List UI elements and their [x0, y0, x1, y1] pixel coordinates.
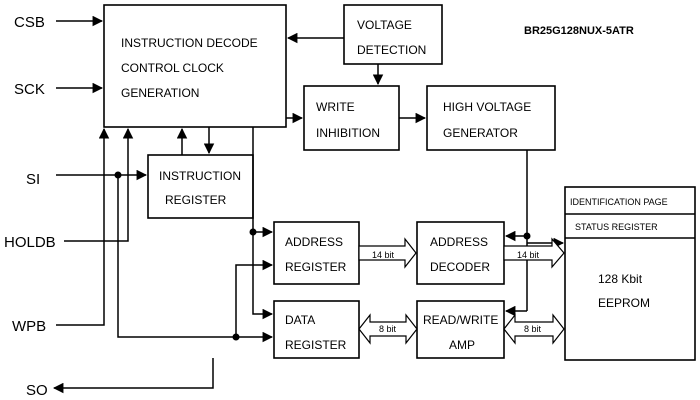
status-register-label: STATUS REGISTER [575, 222, 658, 232]
wires [52, 15, 565, 394]
data-register-line-2: REGISTER [285, 338, 347, 352]
pin-wpb: WPB [12, 318, 46, 335]
pin-csb: CSB [14, 14, 45, 31]
pin-so: SO [26, 382, 48, 399]
high-voltage-generator-line-1: HIGH VOLTAGE [443, 100, 531, 114]
diagram-title: BR25G128NUX-5ATR [524, 25, 634, 37]
eeprom-block: IDENTIFICATION PAGE STATUS REGISTER 128 … [564, 186, 696, 361]
address-decoder-line-1: ADDRESS [430, 235, 488, 249]
voltage-detection-block: VOLTAGE DETECTION [343, 4, 443, 65]
data-register-block: DATA REGISTER [273, 300, 360, 359]
bus-amp-to-eeprom: 8 bit [503, 313, 565, 345]
instruction-decode-line-3: GENERATION [121, 86, 199, 100]
bus-label-data-to-amp: 8 bit [379, 324, 397, 334]
read-write-amp-block: READ/WRITE AMP [416, 300, 505, 359]
bus-label-amp-to-eeprom: 8 bit [524, 324, 542, 334]
bus-label-addr-to-decoder: 14 bit [372, 250, 395, 260]
address-register-line-2: REGISTER [285, 260, 347, 274]
identification-page-label: IDENTIFICATION PAGE [570, 197, 668, 207]
address-register-block: ADDRESS REGISTER [273, 221, 360, 285]
voltage-detection-line-1: VOLTAGE [357, 18, 412, 32]
bus-address-to-decoder: 14 bit [358, 237, 417, 269]
pin-si: SI [26, 171, 40, 188]
read-write-amp-line-2: AMP [449, 338, 475, 352]
instruction-decode-line-2: CONTROL CLOCK [121, 61, 224, 75]
read-write-amp-line-1: READ/WRITE [423, 313, 498, 327]
eeprom-line-1: 128 Kbit [598, 272, 643, 286]
instruction-register-block: INSTRUCTION REGISTER [147, 154, 254, 219]
high-voltage-generator-block: HIGH VOLTAGE GENERATOR [426, 85, 556, 151]
voltage-detection-line-2: DETECTION [357, 43, 426, 57]
instruction-register-line-2: REGISTER [165, 193, 227, 207]
address-decoder-block: ADDRESS DECODER [416, 221, 505, 285]
eeprom-line-2: EEPROM [598, 296, 650, 310]
write-inhibition-line-1: WRITE [316, 100, 355, 114]
data-register-line-1: DATA [285, 313, 315, 327]
write-inhibition-block: WRITE INHIBITION [303, 85, 400, 151]
instruction-decode-line-1: INSTRUCTION DECODE [121, 36, 258, 50]
address-decoder-line-2: DECODER [430, 260, 490, 274]
pin-sck: SCK [14, 81, 45, 98]
address-register-line-1: ADDRESS [285, 235, 343, 249]
bus-label-decoder-to-eeprom: 14 bit [517, 250, 540, 260]
instruction-register-line-1: INSTRUCTION [159, 169, 241, 183]
pin-holdb: HOLDB [4, 234, 56, 251]
bus-decoder-to-eeprom: 14 bit [503, 237, 565, 269]
write-inhibition-line-2: INHIBITION [316, 126, 380, 140]
high-voltage-generator-line-2: GENERATOR [443, 126, 518, 140]
bus-data-to-amp: 8 bit [358, 313, 418, 345]
instruction-decode-block: INSTRUCTION DECODE CONTROL CLOCK GENERAT… [103, 4, 287, 128]
